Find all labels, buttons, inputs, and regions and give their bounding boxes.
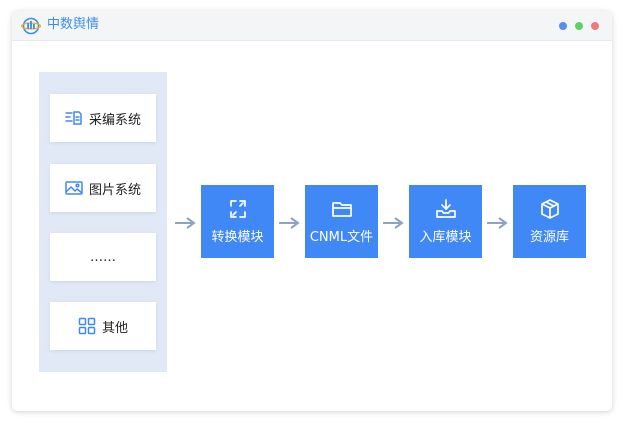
- package-box-icon: [540, 199, 559, 219]
- source-label-ellipsis: ……: [90, 249, 116, 265]
- window-dot-green[interactable]: [575, 22, 583, 30]
- arrow-right-icon: [175, 217, 196, 229]
- arrow-right-icon: [383, 217, 404, 229]
- source-card-ellipsis: ……: [50, 233, 156, 281]
- arrow-right-icon: [487, 217, 508, 229]
- step-label: CNML文件: [309, 230, 374, 245]
- image-icon: [65, 181, 83, 195]
- app-title: 中数舆情: [47, 17, 100, 32]
- source-card-other: 其他: [50, 302, 156, 350]
- window-dot-red[interactable]: [591, 22, 599, 30]
- arrow-right-icon: [279, 217, 300, 229]
- inbox-download-icon: [435, 199, 456, 218]
- step-label: 转换模块: [211, 230, 264, 245]
- app-window: 中数舆情 采编系统: [12, 11, 612, 411]
- source-card-editing: 采编系统: [50, 94, 156, 142]
- window-dot-blue[interactable]: [559, 22, 567, 30]
- step-convert-module: 转换模块: [201, 185, 274, 258]
- step-resource-library: 资源库: [513, 185, 586, 258]
- folder-icon: [331, 202, 352, 217]
- step-label: 资源库: [529, 230, 569, 245]
- source-card-image: 图片系统: [50, 164, 156, 212]
- source-label-image: 图片系统: [88, 182, 141, 198]
- step-label: 入库模块: [419, 230, 472, 245]
- editing-system-icon: [65, 111, 82, 125]
- title-bar: 中数舆情: [12, 11, 612, 41]
- grid-icon: [78, 317, 96, 335]
- source-label-editing: 采编系统: [88, 112, 141, 128]
- source-systems-panel: 采编系统 图片系统 ……: [39, 72, 167, 372]
- convert-icon: [229, 200, 246, 218]
- logo-icon: [21, 17, 41, 35]
- step-cnml-file: CNML文件: [305, 185, 378, 258]
- source-label-other: 其他: [101, 320, 128, 336]
- step-storage-module: 入库模块: [409, 185, 482, 258]
